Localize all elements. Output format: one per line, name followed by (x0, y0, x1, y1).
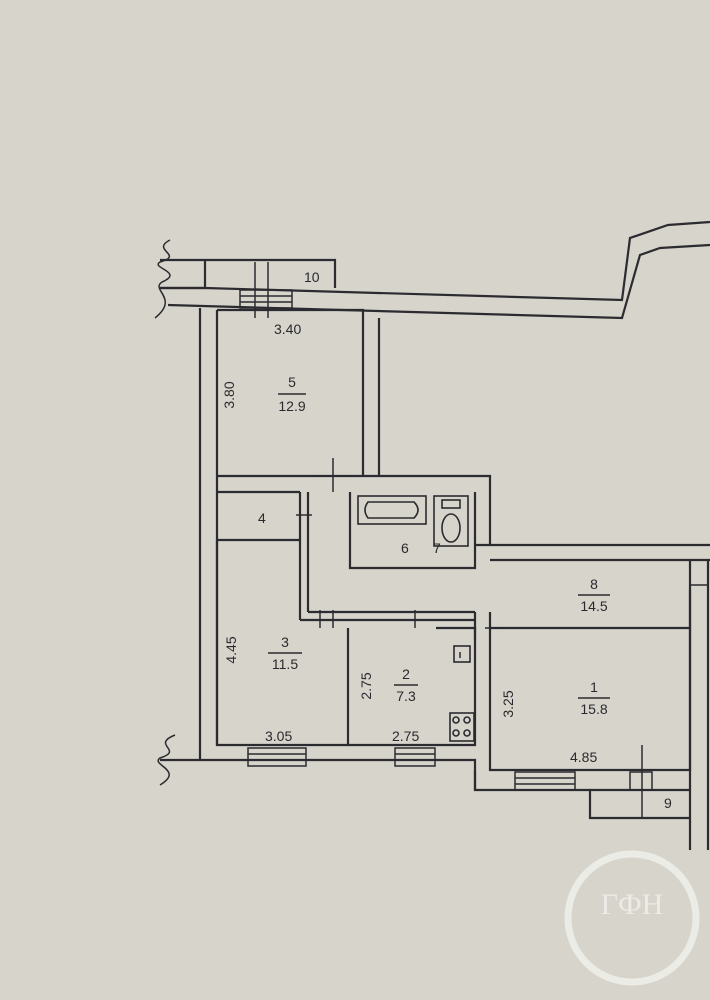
svg-text:ГФН: ГФН (601, 888, 664, 921)
room-4-number: 4 (258, 510, 266, 526)
svg-text:1: 1 (590, 679, 598, 695)
break-marks (154, 239, 176, 786)
dim-room1-height: 3.25 (500, 690, 516, 717)
room-8-label: 8 14.5 (578, 576, 610, 614)
room-9-number: 9 (664, 795, 672, 811)
dim-room3-width: 3.05 (265, 728, 292, 744)
windows (239, 289, 653, 791)
room-3-label: 3 11.5 (268, 634, 302, 672)
stove-icon (449, 712, 475, 742)
room-5-label: 5 12.9 (278, 374, 306, 414)
room-6-number: 6 (401, 540, 409, 556)
seal-watermark: ГФН (564, 850, 700, 986)
svg-text:11.5: 11.5 (272, 656, 298, 672)
room-2-label: 2 7.3 (394, 666, 418, 704)
svg-text:12.9: 12.9 (278, 398, 305, 414)
bathtub-icon (357, 495, 427, 525)
svg-text:14.5: 14.5 (580, 598, 607, 614)
toilet-icon (433, 495, 469, 547)
svg-text:7.3: 7.3 (396, 688, 416, 704)
dim-room2-height: 2.75 (358, 672, 374, 699)
svg-text:5: 5 (288, 374, 296, 390)
door-marks (254, 262, 708, 818)
dim-room5-width: 3.40 (274, 321, 301, 337)
dim-room5-height: 3.80 (221, 381, 237, 408)
dim-room2-width: 2.75 (392, 728, 419, 744)
svg-text:8: 8 (590, 576, 598, 592)
sink-icon (453, 645, 471, 663)
room-10-number: 10 (304, 269, 320, 285)
walls (160, 220, 710, 850)
room-1-label: 1 15.8 (578, 679, 610, 717)
svg-text:15.8: 15.8 (580, 701, 607, 717)
dim-room3-height: 4.45 (223, 636, 239, 663)
svg-text:2: 2 (402, 666, 410, 682)
room-7-number: 7 (433, 540, 441, 556)
svg-text:3: 3 (281, 634, 289, 650)
dim-room1-width: 4.85 (570, 749, 597, 765)
